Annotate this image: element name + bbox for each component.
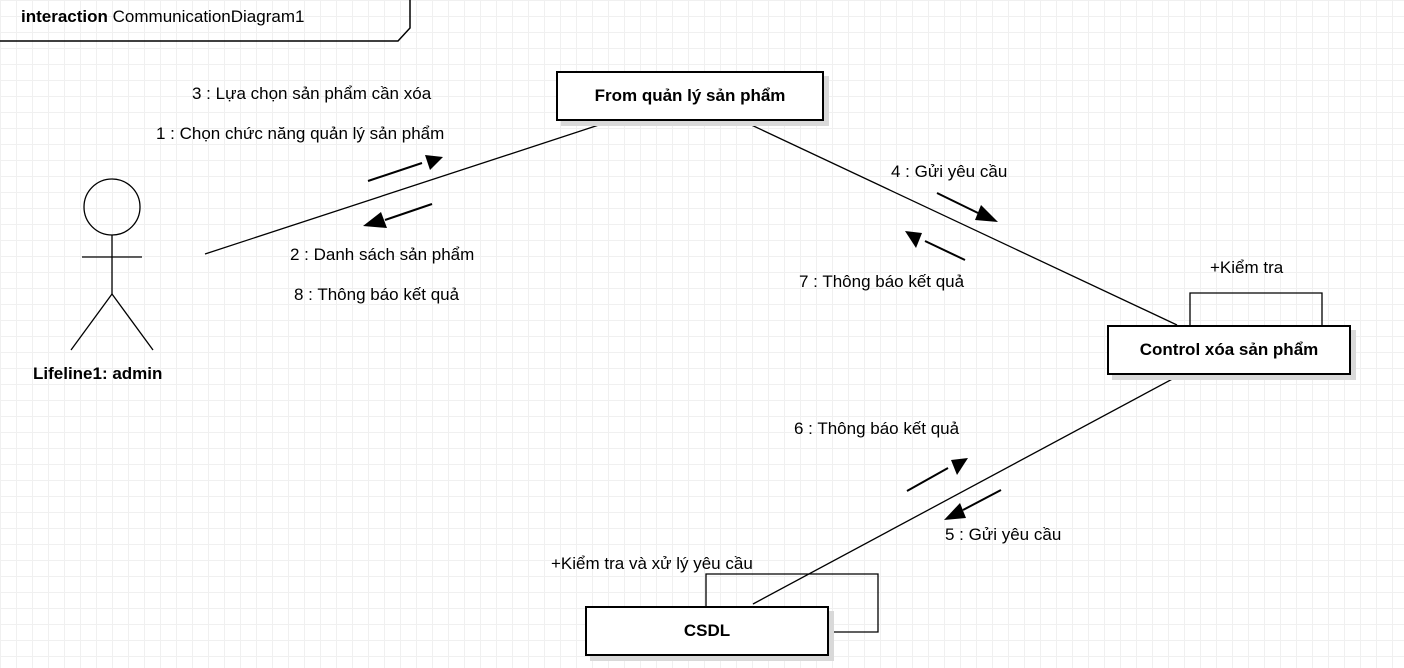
frame-name: CommunicationDiagram1 bbox=[112, 7, 305, 26]
self-message-control-label: +Kiểm tra bbox=[1210, 258, 1284, 277]
frame-title: interaction CommunicationDiagram1 bbox=[21, 7, 304, 27]
lifeline-form-label: From quản lý sản phẩm bbox=[594, 86, 786, 105]
link-control-db bbox=[752, 375, 1179, 605]
message-arrow-1-3 bbox=[367, 155, 443, 182]
message-7-label: 7 : Thông báo kết quả bbox=[799, 272, 965, 291]
lifeline-db-label: CSDL bbox=[683, 621, 731, 640]
message-5-label: 5 : Gửi yêu cầu bbox=[945, 525, 1062, 544]
message-3-label: 3 : Lựa chọn sản phẩm cần xóa bbox=[192, 84, 432, 103]
message-2-label: 2 : Danh sách sản phẩm bbox=[290, 245, 475, 264]
lifeline-db[interactable]: CSDL bbox=[585, 606, 829, 656]
lifeline-control-label: Control xóa sản phẩm bbox=[1139, 340, 1319, 359]
message-arrow-2-8 bbox=[363, 203, 433, 228]
message-arrow-4 bbox=[936, 192, 998, 222]
frame-tab-border bbox=[0, 0, 411, 42]
message-1-label: 1 : Chọn chức năng quản lý sản phẩm bbox=[156, 124, 445, 143]
message-arrow-6 bbox=[906, 458, 968, 492]
actor-head bbox=[83, 178, 141, 236]
actor-figure bbox=[70, 178, 154, 351]
message-6-label: 6 : Thông báo kết quả bbox=[794, 419, 960, 438]
link-actor-form bbox=[204, 121, 609, 255]
frame-keyword: interaction bbox=[21, 7, 108, 26]
message-8-label: 8 : Thông báo kết quả bbox=[294, 285, 460, 304]
lifeline-control[interactable]: Control xóa sản phẩm bbox=[1107, 325, 1351, 375]
message-arrow-5 bbox=[944, 489, 1002, 520]
link-form-control bbox=[744, 121, 1178, 326]
message-arrow-7 bbox=[905, 231, 966, 261]
self-message-db-label: +Kiểm tra và xử lý yêu cầu bbox=[551, 554, 753, 573]
lifeline-form[interactable]: From quản lý sản phẩm bbox=[556, 71, 824, 121]
self-loop-db bbox=[705, 573, 879, 633]
message-4-label: 4 : Gửi yêu cầu bbox=[891, 162, 1008, 181]
self-loop-control bbox=[1189, 292, 1323, 325]
actor-label: Lifeline1: admin bbox=[33, 364, 163, 383]
